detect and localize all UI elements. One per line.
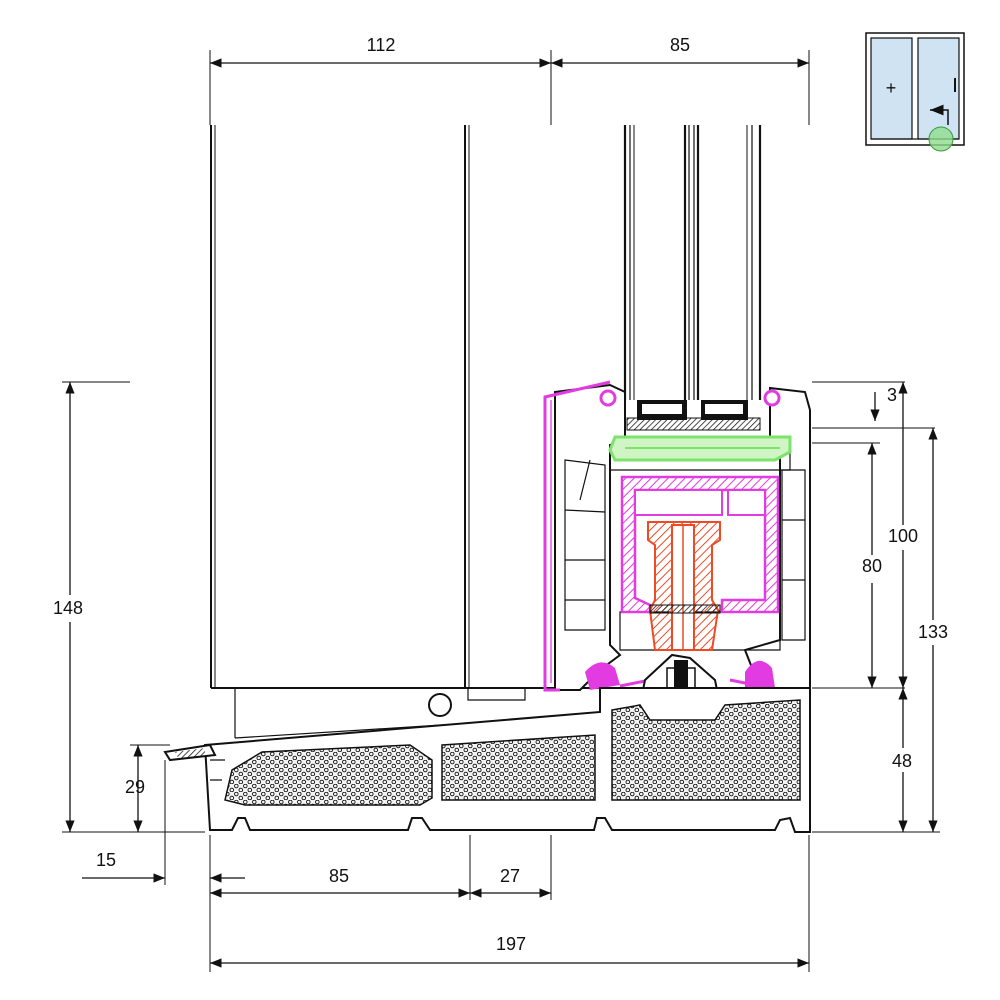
dimension-height-48: 48 (812, 688, 940, 833)
dimension-label-3: 3 (887, 385, 897, 405)
dimension-label-197: 197 (496, 934, 526, 954)
sash-frame-profile (554, 383, 811, 691)
dimension-label-80: 80 (862, 556, 882, 576)
dimension-top-85: 85 (551, 35, 810, 125)
dimension-height-29: 29 (125, 744, 170, 832)
threshold-sill-profile (203, 687, 811, 833)
fixed-sash-profile (210, 125, 601, 739)
dimension-top-112: 112 (209, 35, 552, 125)
section-indicator-icon (928, 126, 954, 152)
sliding-sash-glazing (623, 125, 762, 431)
dimension-height-100: 100 (888, 382, 918, 688)
window-thumbnail-icon: + (865, 32, 965, 152)
dimension-label-100: 100 (888, 526, 918, 546)
dimension-bottom-85: 85 (210, 835, 471, 900)
fixed-pane-symbol: + (886, 78, 897, 98)
dimension-gap-3: 3 (812, 381, 935, 429)
glazing-bead (608, 435, 792, 462)
dimension-label-133: 133 (918, 622, 948, 642)
dimension-label-112: 112 (367, 35, 396, 55)
dimension-label-85-bottom: 85 (329, 866, 349, 886)
dimension-height-80: 80 (812, 442, 905, 689)
steel-reinforcement (620, 475, 780, 614)
dimension-label-27: 27 (500, 866, 520, 886)
outer-drip-lip (163, 743, 217, 762)
dimension-height-148: 148 (53, 381, 205, 833)
dimension-label-29: 29 (125, 777, 145, 797)
dimension-label-15: 15 (96, 850, 116, 870)
gasket-seal (543, 380, 781, 692)
dimension-label-48: 48 (892, 751, 912, 771)
dimension-height-133: 133 (918, 428, 948, 832)
dimension-offset-15: 15 (82, 760, 245, 972)
roller-icon (428, 693, 452, 717)
roller-carriage (647, 521, 721, 651)
dimension-label-148: 148 (53, 598, 83, 618)
dimension-total-197: 197 (210, 835, 810, 972)
dimension-bottom-27: 27 (470, 835, 552, 900)
arrow-left-up-icon (930, 104, 949, 125)
dimension-label-85-top: 85 (670, 35, 690, 55)
